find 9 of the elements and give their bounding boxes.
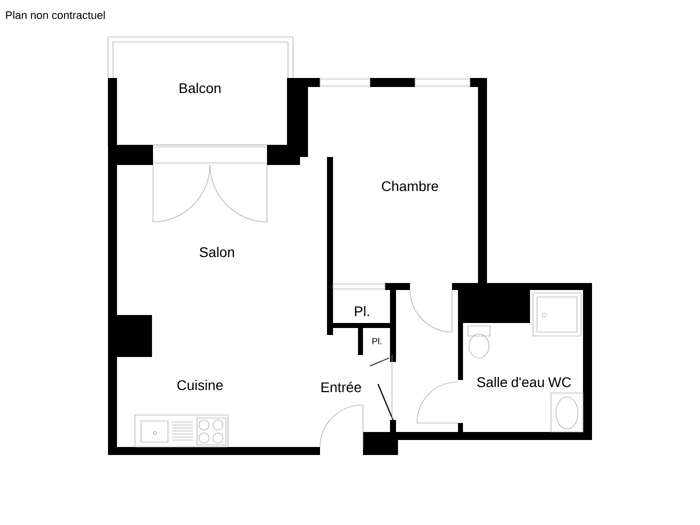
room-label: Entrée	[322, 382, 361, 392]
room-label: Chambre	[382, 180, 438, 192]
room-label: Salon	[200, 246, 234, 258]
room-label: Salle d'eau WC	[477, 376, 571, 388]
room-label: Balcon	[180, 82, 220, 94]
room-label: Pl.	[354, 306, 369, 316]
title: Plan non contractuel	[6, 10, 105, 20]
room-label: Pl.	[372, 338, 382, 344]
room-label: Cuisine	[177, 380, 223, 390]
